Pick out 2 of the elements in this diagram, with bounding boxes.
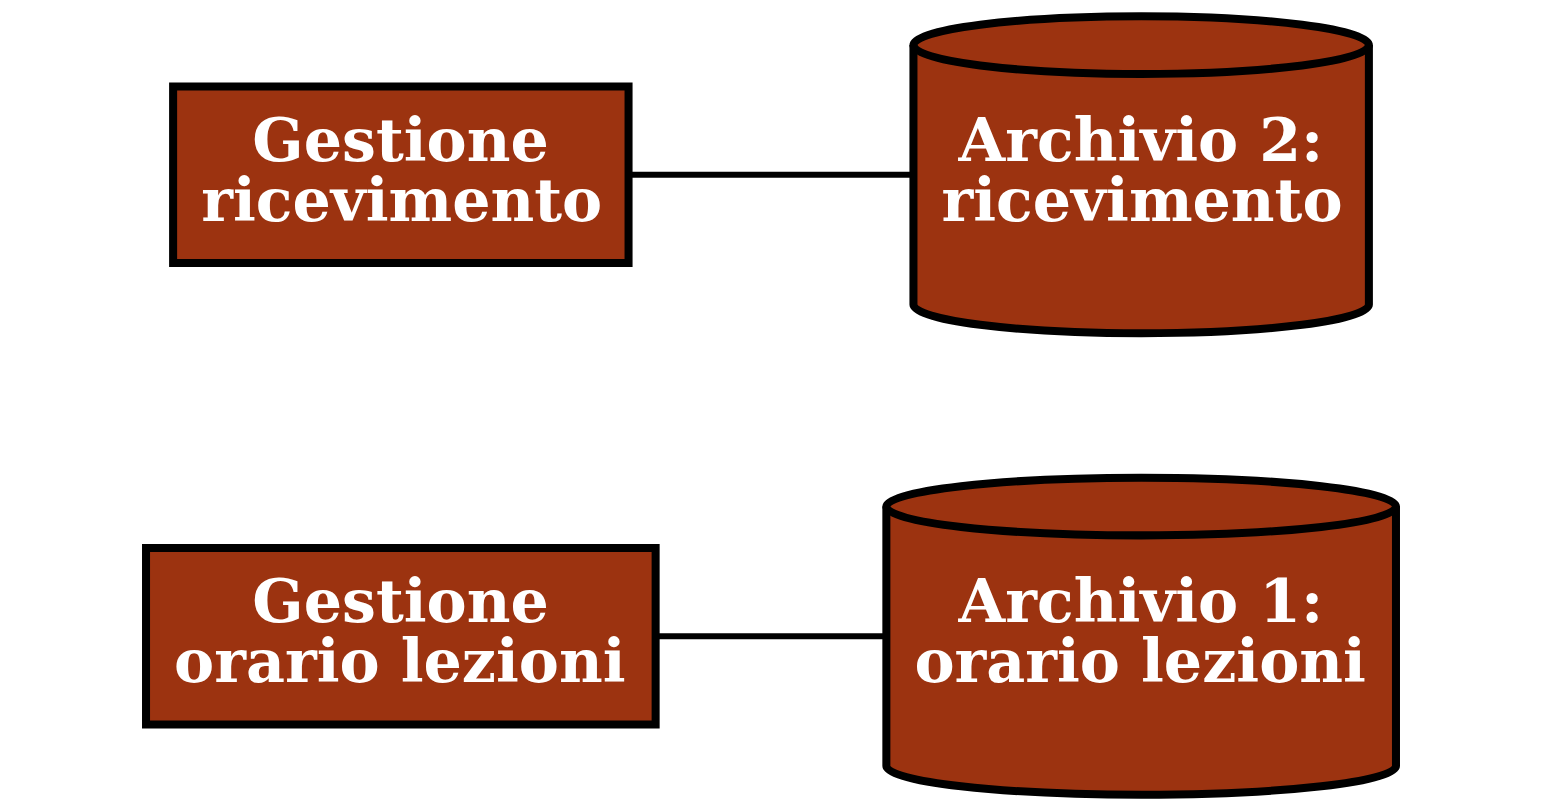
node-box: Gestione orario lezioni bbox=[141, 543, 660, 729]
node-box: Gestione ricevimento bbox=[168, 82, 633, 268]
